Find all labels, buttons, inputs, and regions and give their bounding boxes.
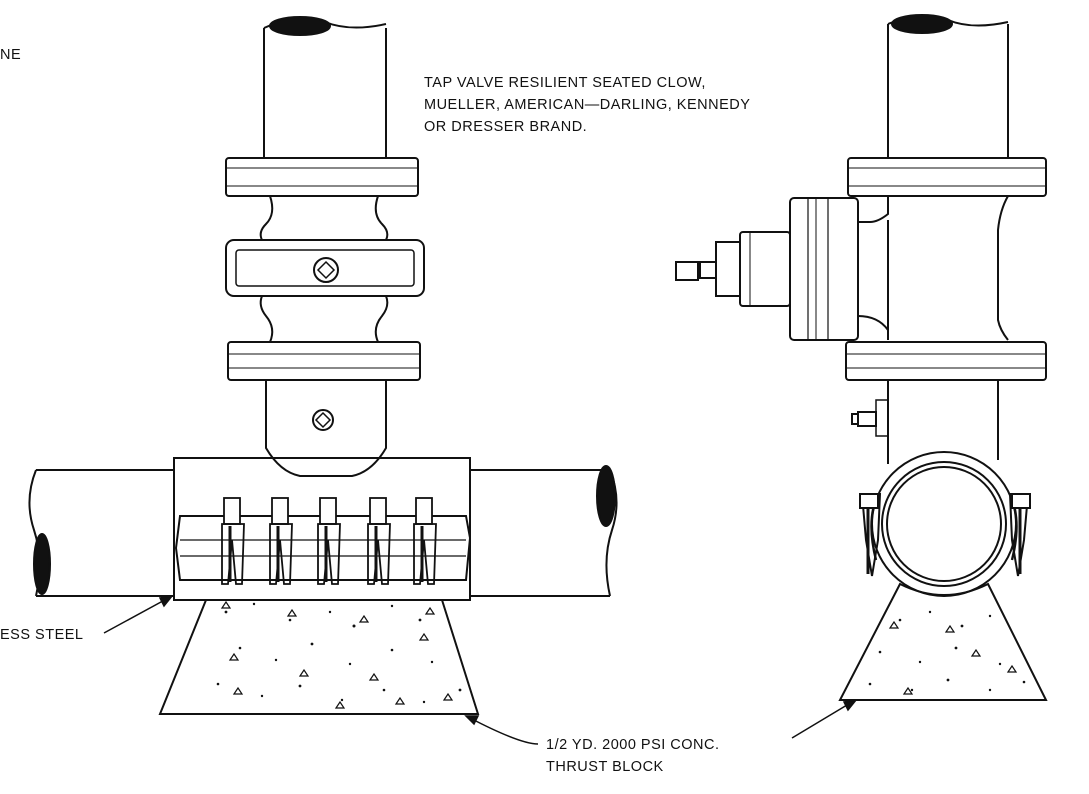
front-operating-nut bbox=[313, 257, 339, 283]
side-view bbox=[675, 14, 1048, 701]
thrust-block-leader-front bbox=[464, 715, 539, 745]
front-tapping-sleeve bbox=[173, 457, 472, 601]
tap-valve-note: TAP VALVE RESILIENT SEATED CLOW, MUELLER… bbox=[424, 72, 750, 138]
side-clamp-straps bbox=[859, 493, 1031, 577]
front-main-pipe bbox=[28, 465, 618, 597]
thrust-block-leader-side bbox=[791, 698, 858, 739]
side-lower-flange bbox=[845, 341, 1047, 381]
side-valve-nut bbox=[851, 399, 889, 437]
front-sleeve-bolts bbox=[221, 497, 437, 585]
partial-top-left-label: NE bbox=[0, 47, 22, 63]
tap-valve-note-line1: TAP VALVE RESILIENT SEATED CLOW, bbox=[424, 75, 706, 91]
side-main-pipe-section bbox=[871, 451, 1017, 597]
thrust-block-note-line1: 1/2 YD. 2000 PSI CONC. bbox=[546, 737, 720, 753]
front-thrust-block bbox=[158, 599, 480, 715]
side-thrust-block bbox=[838, 582, 1048, 701]
side-bonnet bbox=[675, 197, 859, 341]
leader-lines bbox=[103, 594, 858, 745]
thrust-block-note-line2: THRUST BLOCK bbox=[546, 759, 664, 775]
front-upper-flange bbox=[225, 157, 419, 197]
side-riser-pipe bbox=[887, 14, 1009, 158]
thrust-block-note: 1/2 YD. 2000 PSI CONC. THRUST BLOCK bbox=[546, 734, 720, 778]
front-lower-flange bbox=[227, 341, 421, 381]
tap-valve-note-line3: OR DRESSER BRAND. bbox=[424, 119, 588, 135]
front-valve-body bbox=[225, 239, 425, 297]
front-outlet-nut bbox=[312, 409, 334, 431]
sleeve-leader bbox=[103, 594, 174, 634]
tap-valve-note-line2: MUELLER, AMERICAN—DARLING, KENNEDY bbox=[424, 97, 751, 113]
front-view bbox=[28, 16, 618, 715]
sleeve-material-note: ESS STEEL bbox=[0, 627, 84, 643]
side-upper-flange bbox=[847, 157, 1047, 197]
front-riser-pipe bbox=[263, 16, 387, 158]
